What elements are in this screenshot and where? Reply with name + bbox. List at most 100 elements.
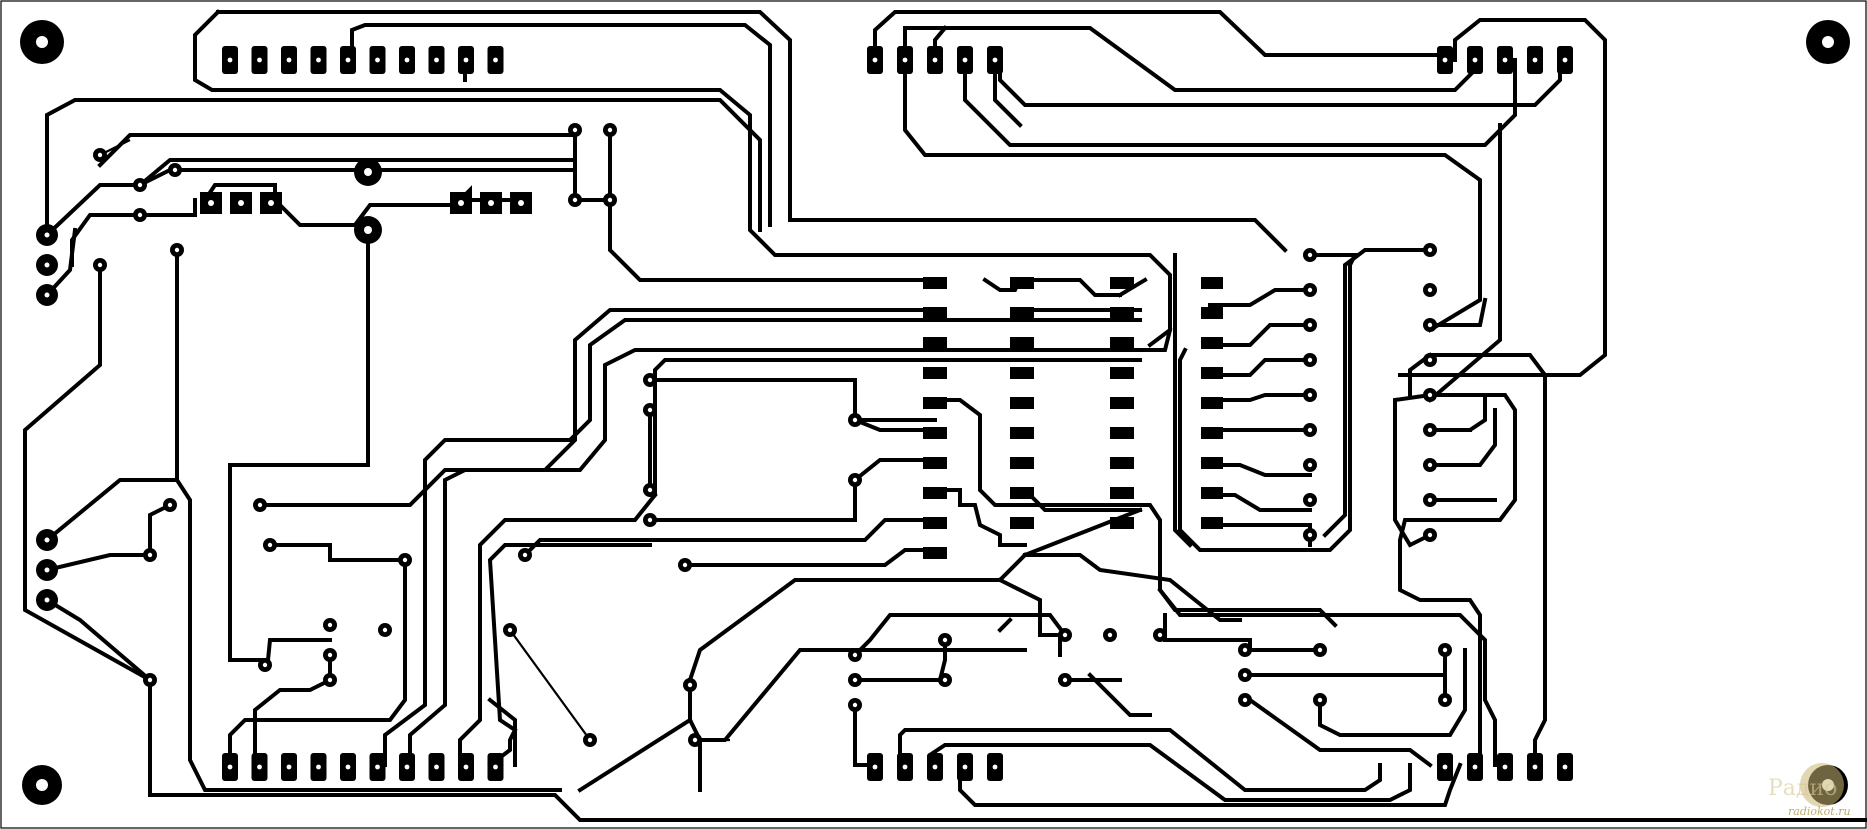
- through-hole-pads: [36, 123, 1452, 747]
- smd-pad: [1110, 517, 1134, 529]
- smd-pad: [1201, 487, 1223, 499]
- via-pad: [1058, 628, 1072, 642]
- smd-pad: [1201, 337, 1223, 349]
- ic-u2: [1010, 277, 1034, 529]
- smd-pad: [1010, 277, 1034, 289]
- via-pad: [1423, 528, 1437, 542]
- smd-pad: [1010, 487, 1034, 499]
- via-pad: [168, 163, 182, 177]
- smd-pad: [1010, 457, 1034, 469]
- via-pad: [93, 148, 107, 162]
- smd-pad: [1010, 307, 1034, 319]
- via-pad: [1303, 458, 1317, 472]
- pad-large: [354, 158, 382, 186]
- smd-pad: [1201, 397, 1223, 409]
- smd-pad: [1201, 457, 1223, 469]
- via-pad: [1313, 693, 1327, 707]
- via-pad: [1438, 643, 1452, 657]
- watermark-text: radiokot.ru: [1788, 805, 1851, 818]
- connector-bottom-right: [1437, 753, 1573, 781]
- via-pad: [1438, 693, 1452, 707]
- via-pad: [848, 648, 862, 662]
- via-pad: [848, 698, 862, 712]
- via-pad: [1423, 243, 1437, 257]
- smd-pad: [923, 457, 947, 469]
- mounting-hole-top-left: [20, 20, 64, 64]
- smd-pad: [1110, 277, 1134, 289]
- via-pad: [848, 413, 862, 427]
- small-pads: [93, 123, 1452, 747]
- connector-bottom-mid: [867, 753, 1003, 781]
- watermark-logo-text: Радио: [1768, 776, 1837, 801]
- smd-pad: [923, 487, 947, 499]
- smd-pad: [923, 277, 947, 289]
- via-pad: [603, 123, 617, 137]
- via-pad: [503, 623, 517, 637]
- smd-pad: [1201, 307, 1223, 319]
- transistor-pad: [510, 192, 532, 214]
- traces: [23, 9, 1867, 822]
- smd-pad: [1110, 397, 1134, 409]
- connector-top-left: [222, 46, 504, 74]
- via-pad: [398, 553, 412, 567]
- transistor-pad: [200, 192, 222, 214]
- smd-pad: [1010, 397, 1034, 409]
- connector-top-mid: [867, 46, 1003, 74]
- via-pad: [133, 208, 147, 222]
- via-pad: [683, 678, 697, 692]
- via-pad: [1303, 353, 1317, 367]
- via-pad: [643, 403, 657, 417]
- via-pad: [1423, 458, 1437, 472]
- via-pad: [163, 498, 177, 512]
- via-pad: [258, 658, 272, 672]
- via-pad: [1303, 283, 1317, 297]
- via-pad: [253, 498, 267, 512]
- transistor-pad: [480, 192, 502, 214]
- via-pad: [568, 123, 582, 137]
- smd-pad: [1201, 367, 1223, 379]
- pad-left-4: [36, 529, 58, 551]
- via-pad: [848, 473, 862, 487]
- smd-pad: [923, 427, 947, 439]
- mounting-hole-bottom-left: [22, 765, 62, 805]
- transistor-pad: [450, 192, 472, 214]
- via-pad: [848, 673, 862, 687]
- via-pad: [1238, 693, 1252, 707]
- ic-u1: [923, 277, 947, 559]
- via-pad: [603, 193, 617, 207]
- smd-pad: [1010, 517, 1034, 529]
- smd-pad: [1110, 487, 1134, 499]
- via-pad: [323, 618, 337, 632]
- via-pad: [1103, 628, 1117, 642]
- via-pad: [643, 373, 657, 387]
- smd-pad: [1010, 427, 1034, 439]
- via-pad: [1153, 628, 1167, 642]
- via-pad: [1238, 643, 1252, 657]
- via-pad: [643, 513, 657, 527]
- smd-pad: [1201, 427, 1223, 439]
- via-pad: [583, 733, 597, 747]
- via-pad: [143, 673, 157, 687]
- smd-pad: [923, 337, 947, 349]
- smd-pad: [923, 367, 947, 379]
- mounting-hole-top-right: [1806, 20, 1850, 64]
- connector-top-right: [1437, 46, 1573, 74]
- via-pad: [1303, 493, 1317, 507]
- via-pad: [143, 548, 157, 562]
- smd-pad: [923, 517, 947, 529]
- smd-pad: [1010, 337, 1034, 349]
- transistor-pad: [260, 192, 282, 214]
- smd-pad: [923, 397, 947, 409]
- smd-pad: [1110, 457, 1134, 469]
- pad-large: [354, 216, 382, 244]
- smd-pad: [1010, 367, 1034, 379]
- via-pad: [1313, 643, 1327, 657]
- via-pad: [170, 243, 184, 257]
- via-pad: [688, 733, 702, 747]
- transistor-pad: [230, 192, 252, 214]
- via-pad: [378, 623, 392, 637]
- via-pad: [518, 548, 532, 562]
- via-pad: [263, 538, 277, 552]
- smd-pad: [1110, 337, 1134, 349]
